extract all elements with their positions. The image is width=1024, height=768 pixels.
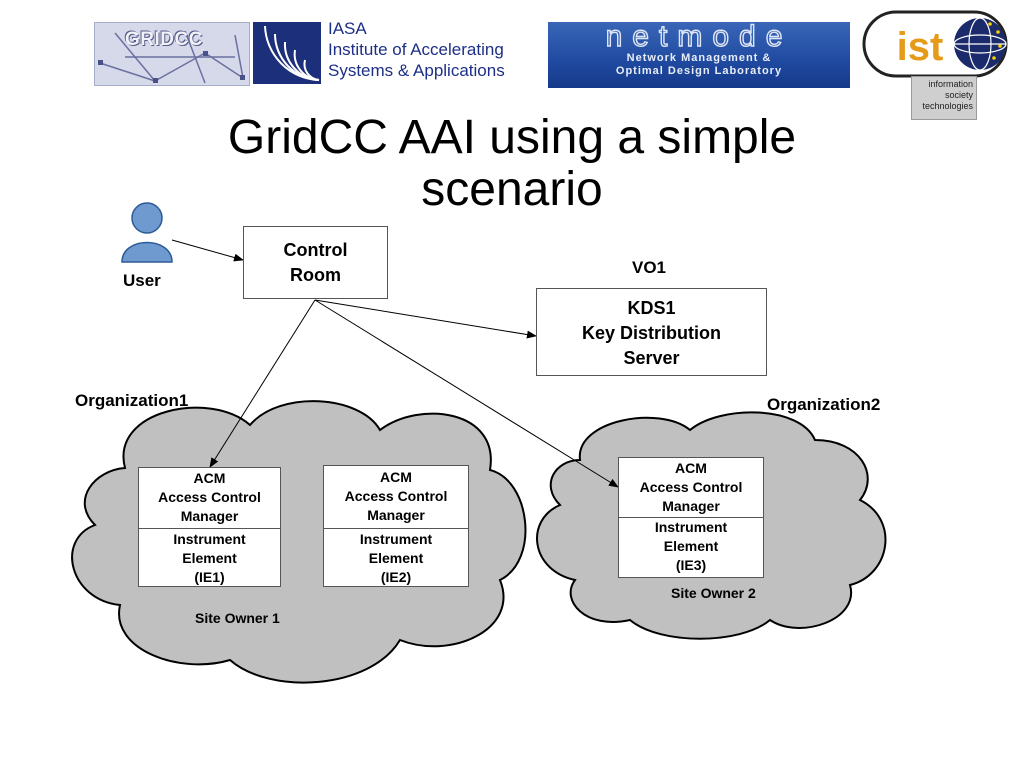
organization2-label: Organization2 <box>767 395 881 414</box>
site-owner-2-label: Site Owner 2 <box>671 585 756 601</box>
instrument-element-ie3: ACM Access Control Manager Instrument El… <box>618 457 764 578</box>
ist-logo: ist <box>862 10 1008 78</box>
instrument-element-block: Instrument Element (IE1) <box>173 531 246 585</box>
instrument-element-ie2: ACM Access Control Manager Instrument El… <box>323 465 469 587</box>
gridcc-logo-text: GRIDCC <box>125 29 203 50</box>
organization1-label: Organization1 <box>75 391 189 410</box>
instrument-element-block: Instrument Element (IE2) <box>359 531 433 585</box>
site-owner-1-label: Site Owner 1 <box>195 610 280 626</box>
netmode-logo-title: netmode <box>606 22 793 52</box>
iasa-logo-text: IASA Institute of Accelerating Systems &… <box>328 19 505 80</box>
acm-block: ACM Access Control Manager <box>619 458 763 518</box>
ist-logo-text: ist <box>897 25 944 69</box>
connector-user-to-control-room <box>171 239 244 262</box>
ist-logo-caption: information society technologies <box>911 76 977 120</box>
netmode-logo-subtitle: Network Management & Optimal Design Labo… <box>615 52 783 77</box>
user-icon <box>121 202 173 263</box>
kds-box: KDS1 Key Distribution Server <box>536 288 767 376</box>
gridcc-network-icon <box>98 30 245 84</box>
connector-control-room-to-ie1 <box>209 299 316 468</box>
user-label: User <box>123 271 161 290</box>
slide-title: GridCC AAI using a simple scenario <box>227 111 797 216</box>
connector-control-room-to-ie3 <box>314 299 619 488</box>
gridcc-logo: GRIDCC <box>94 22 250 86</box>
instrument-element-ie1: ACM Access Control Manager Instrument El… <box>138 467 281 587</box>
instrument-element-block: Instrument Element (IE3) <box>654 519 728 573</box>
netmode-logo: netmode Network Management & Optimal Des… <box>548 22 850 88</box>
iasa-logo-mark <box>253 22 321 84</box>
ist-globe-icon: ist <box>862 10 1008 78</box>
control-room-label: Control Room <box>283 240 348 285</box>
connector-control-room-to-kds <box>314 299 537 339</box>
netmode-wordmark: netmode <box>605 22 793 52</box>
acm-block: ACM Access Control Manager <box>139 468 280 529</box>
kds-label: KDS1 Key Distribution Server <box>581 298 721 368</box>
control-room-box: Control Room <box>243 226 388 299</box>
iasa-arcs-icon <box>264 25 320 81</box>
acm-block: ACM Access Control Manager <box>324 466 468 529</box>
vo-label: VO1 <box>632 258 667 277</box>
